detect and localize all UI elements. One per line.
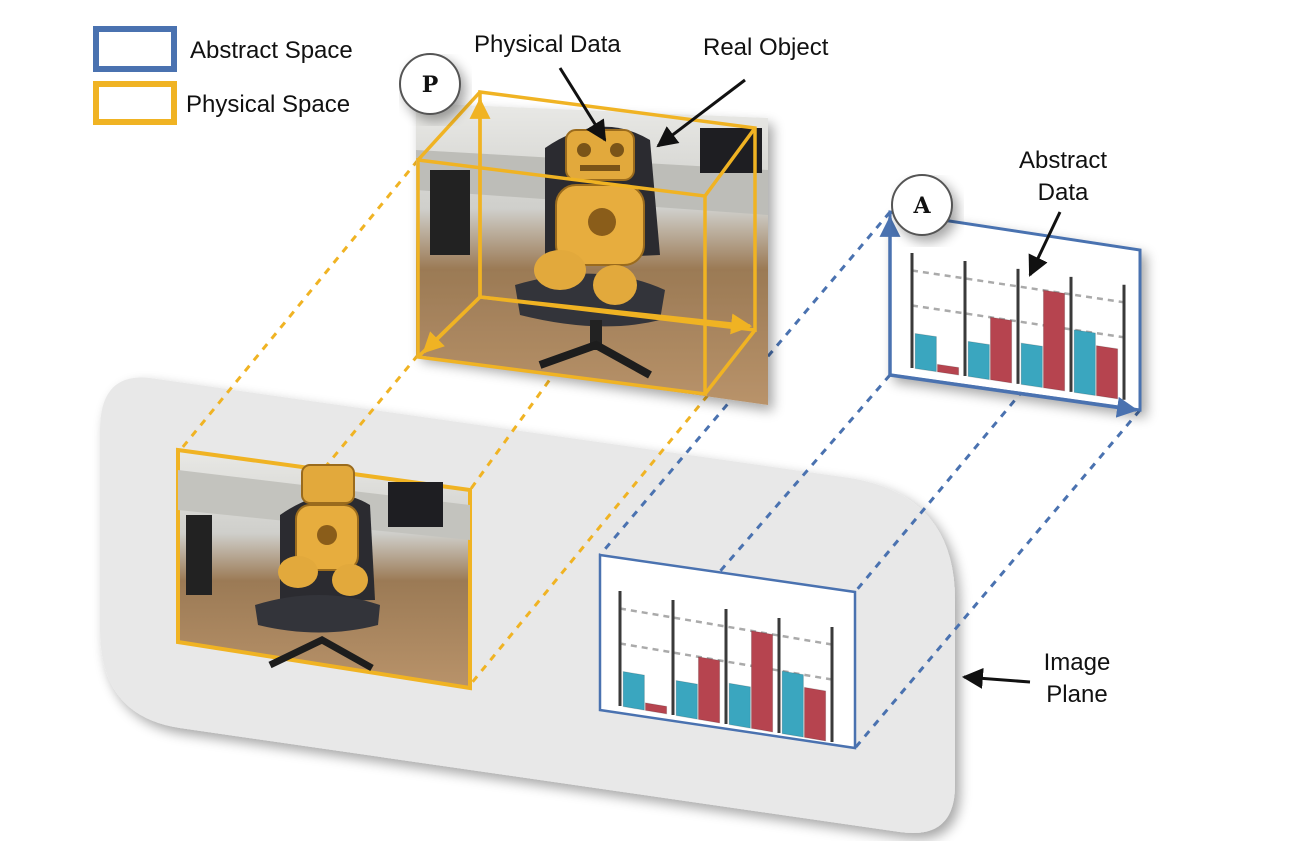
bar-series1-cat-1: [644, 702, 668, 715]
real-object-label: Real Object: [703, 34, 829, 61]
legend-abstract-swatch: [93, 26, 177, 72]
legend-physical-label: Physical Space: [186, 91, 350, 118]
abstract-data-arrow: [1028, 211, 1062, 277]
svg-text:A: A: [912, 193, 931, 219]
bar-series0-cat-4: [1073, 329, 1096, 397]
bar-series1-cat-1: [936, 363, 960, 376]
physical-axis-depth: [422, 295, 482, 354]
bar-series1-cat-2: [697, 656, 721, 724]
abstract-data-label-line2: Data: [1038, 179, 1089, 206]
bar-series0-cat-3: [1020, 342, 1043, 389]
abstract-data-label-line1: Abstract: [1019, 147, 1107, 174]
legend: Abstract Space Physical Space: [93, 26, 353, 125]
bar-series0-cat-3: [728, 682, 751, 729]
physical-badge: P: [399, 53, 461, 115]
bar-series0-cat-2: [675, 679, 698, 720]
bar-series0-cat-1: [914, 332, 937, 373]
bar-series0-cat-1: [622, 670, 645, 711]
projected-abstract-chart: [598, 553, 857, 750]
abstract-chart-panel: [879, 210, 1142, 418]
bar-series1-cat-3: [1042, 289, 1066, 392]
legend-abstract-label: Abstract Space: [190, 37, 353, 64]
image-plane-label-line2: Plane: [1046, 681, 1107, 708]
physical-axis-right: [479, 295, 753, 335]
abstract-bar-chart: [910, 253, 1126, 400]
bar-series0-cat-2: [967, 340, 990, 381]
bar-series1-cat-2: [989, 316, 1013, 384]
svg-text:P: P: [422, 72, 439, 98]
abstract-axis-right: [889, 373, 1139, 418]
undefined: [619, 607, 833, 646]
bar-series0-cat-4: [781, 670, 804, 738]
image-plane-label-line1: Image: [1044, 649, 1111, 676]
abstract-badge: A: [891, 174, 953, 236]
real-object-arrow: [656, 78, 746, 148]
undefined: [911, 269, 1125, 304]
undefined: [619, 642, 833, 681]
physical-data-arrow: [558, 67, 607, 142]
legend-physical-swatch: [93, 81, 177, 125]
robot-toy: [534, 129, 645, 305]
physical-scene-photo: [416, 90, 768, 405]
projected-physical-photo: [176, 447, 472, 691]
image-plane-arrow: [961, 667, 1031, 689]
bar-series1-cat-4: [1095, 345, 1119, 400]
bar-series1-cat-4: [803, 686, 827, 742]
physical-data-label: Physical Data: [474, 31, 621, 58]
bar-series1-cat-3: [750, 630, 774, 733]
projected-bar-chart: [618, 591, 834, 743]
